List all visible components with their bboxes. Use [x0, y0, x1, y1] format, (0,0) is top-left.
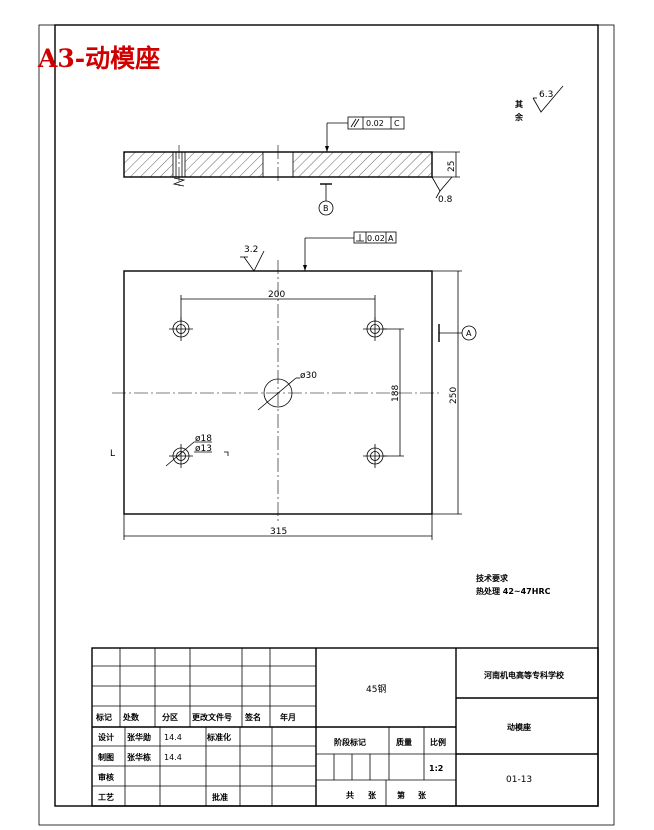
- tb-process-label: 工艺: [98, 792, 114, 802]
- perpendicular-tolerance-value: 0.02: [367, 234, 385, 243]
- roughness-bottom-value: 0.8: [438, 195, 453, 205]
- dim-height: 250: [449, 387, 459, 404]
- perpendicular-tolerance-frame: [353, 231, 397, 244]
- tb-col-marks: 标记: [95, 712, 112, 722]
- datum-a-label: A: [466, 329, 472, 338]
- hole-tl: [169, 317, 193, 341]
- tb-stage-label: 阶段标记: [334, 737, 366, 747]
- roughness-top-value: 3.2: [244, 245, 258, 255]
- tb-drafter-label: 制图: [98, 752, 114, 762]
- tb-review-label: 审核: [98, 772, 114, 782]
- tb-total-label: 共: [346, 790, 354, 800]
- tb-drafter-date: 14.4: [164, 753, 182, 762]
- tb-sheets-label: 张: [368, 791, 377, 800]
- dim-hole-spacing-x: 200: [268, 290, 285, 300]
- title-block: [91, 647, 599, 807]
- hole-bl: [169, 444, 193, 468]
- tb-weight-label: 质量: [396, 737, 412, 747]
- tb-designer-name: 张华勋: [127, 732, 151, 742]
- datum-b-label: B: [323, 204, 329, 213]
- inner-border: [54, 24, 599, 807]
- tb-col-change-doc: 更改文件号: [192, 712, 232, 722]
- tb-col-signature: 签名: [244, 712, 261, 722]
- tb-material: 45钢: [366, 683, 386, 695]
- parallel-tolerance-frame: [347, 116, 405, 130]
- rest-label-2: 余: [514, 112, 524, 122]
- perpendicular-tolerance-datum: A: [388, 234, 394, 243]
- outer-border: [38, 24, 615, 826]
- dim-center-hole: ø30: [300, 371, 317, 381]
- dim-thru: ø13: [195, 444, 212, 454]
- roughness-top-symbol: [243, 250, 265, 272]
- tb-sheet-unit: 张: [418, 791, 427, 800]
- tb-school: 河南机电高等专科学校: [484, 670, 565, 680]
- roughness-bottom-symbol: [431, 176, 453, 192]
- notes-line1: 热处理 42~47HRC: [476, 586, 551, 596]
- tb-approve-label: 批准: [212, 792, 228, 802]
- plan-view: [112, 260, 440, 522]
- dim-thickness: 25: [447, 161, 457, 172]
- datum-a-circle: [461, 325, 477, 341]
- section-view: [123, 145, 433, 188]
- parallel-tolerance-value: 0.02: [366, 119, 384, 128]
- tb-part-name: 动模座: [507, 722, 531, 732]
- tb-col-count: 处数: [122, 712, 140, 722]
- datum-b-circle: [318, 200, 334, 216]
- roughness-rest-symbol: [532, 85, 564, 113]
- dim-hole-spacing-y: 188: [391, 385, 401, 402]
- tb-scale-value: 1:2: [429, 764, 443, 773]
- rest-label-1: 其: [515, 99, 523, 109]
- section-mark: L: [110, 449, 115, 459]
- tb-col-date: 年月: [280, 712, 296, 722]
- tb-drawing-no: 01-13: [506, 775, 532, 785]
- tb-standardize-label: 标准化: [206, 732, 231, 742]
- notes-heading: 技术要求: [476, 573, 509, 583]
- roughness-rest-value: 6.3: [539, 90, 553, 100]
- tb-drafter-name: 张华栋: [127, 752, 151, 762]
- tb-col-zone: 分区: [162, 712, 178, 722]
- center-hole: [263, 378, 293, 408]
- tb-scale-label: 比例: [430, 737, 446, 747]
- tb-sheet-label: 第: [397, 790, 405, 800]
- parallel-tolerance-datum: C: [394, 119, 400, 128]
- tb-designer-label: 设计: [98, 732, 114, 742]
- tb-designer-date: 14.4: [164, 733, 182, 742]
- drawing-title: A3-动模座: [37, 44, 160, 73]
- dim-width: 315: [270, 527, 287, 537]
- dim-cbore: ø18: [195, 434, 212, 444]
